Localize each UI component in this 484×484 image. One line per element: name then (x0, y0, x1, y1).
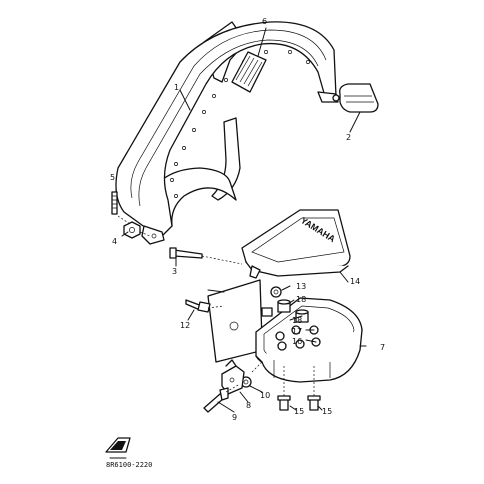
callout-3: 3 (172, 267, 177, 276)
collar-left (261, 307, 273, 317)
collar-18a (277, 299, 291, 313)
bracket-8 (221, 359, 245, 395)
rear-fender (115, 21, 339, 239)
screw-9 (203, 387, 229, 413)
cover (241, 209, 351, 279)
callout-2: 2 (346, 133, 351, 142)
callout-16: 16 (292, 337, 302, 346)
mounting-bracket (141, 225, 165, 245)
bolt (169, 247, 203, 259)
callout-7: 7 (380, 343, 385, 352)
callout-17: 17 (292, 327, 302, 336)
callout-5: 5 (110, 173, 115, 182)
callout-18b: 18 (292, 316, 302, 325)
callout-15a: 15 (294, 407, 304, 416)
side-plate (207, 279, 263, 363)
callout-14: 14 (350, 277, 360, 286)
stud-bolt (111, 191, 118, 215)
callout-8: 8 (246, 401, 251, 410)
bolt-15b (307, 395, 321, 411)
nut (123, 221, 141, 239)
case (255, 297, 363, 383)
callout-15b: 15 (322, 407, 332, 416)
collar-18b (295, 309, 309, 323)
grommet-13 (270, 286, 282, 298)
callout-9: 9 (232, 413, 237, 422)
callout-12: 12 (180, 321, 190, 330)
callout-6: 6 (262, 17, 267, 26)
callout-4: 4 (112, 237, 117, 246)
screw-12 (185, 299, 211, 313)
callout-13: 13 (296, 282, 306, 291)
leader-lines (115, 27, 367, 413)
callout-10: 10 (260, 391, 270, 400)
assembly-lines (117, 215, 315, 396)
warning-label (231, 51, 267, 93)
callout-18a: 18 (296, 295, 306, 304)
reflector (332, 83, 379, 113)
bolt-15a (277, 395, 291, 411)
diagram-code: 8R6100-2220 (106, 461, 152, 469)
front-direction-icon (105, 437, 131, 459)
callout-1: 1 (174, 83, 179, 92)
